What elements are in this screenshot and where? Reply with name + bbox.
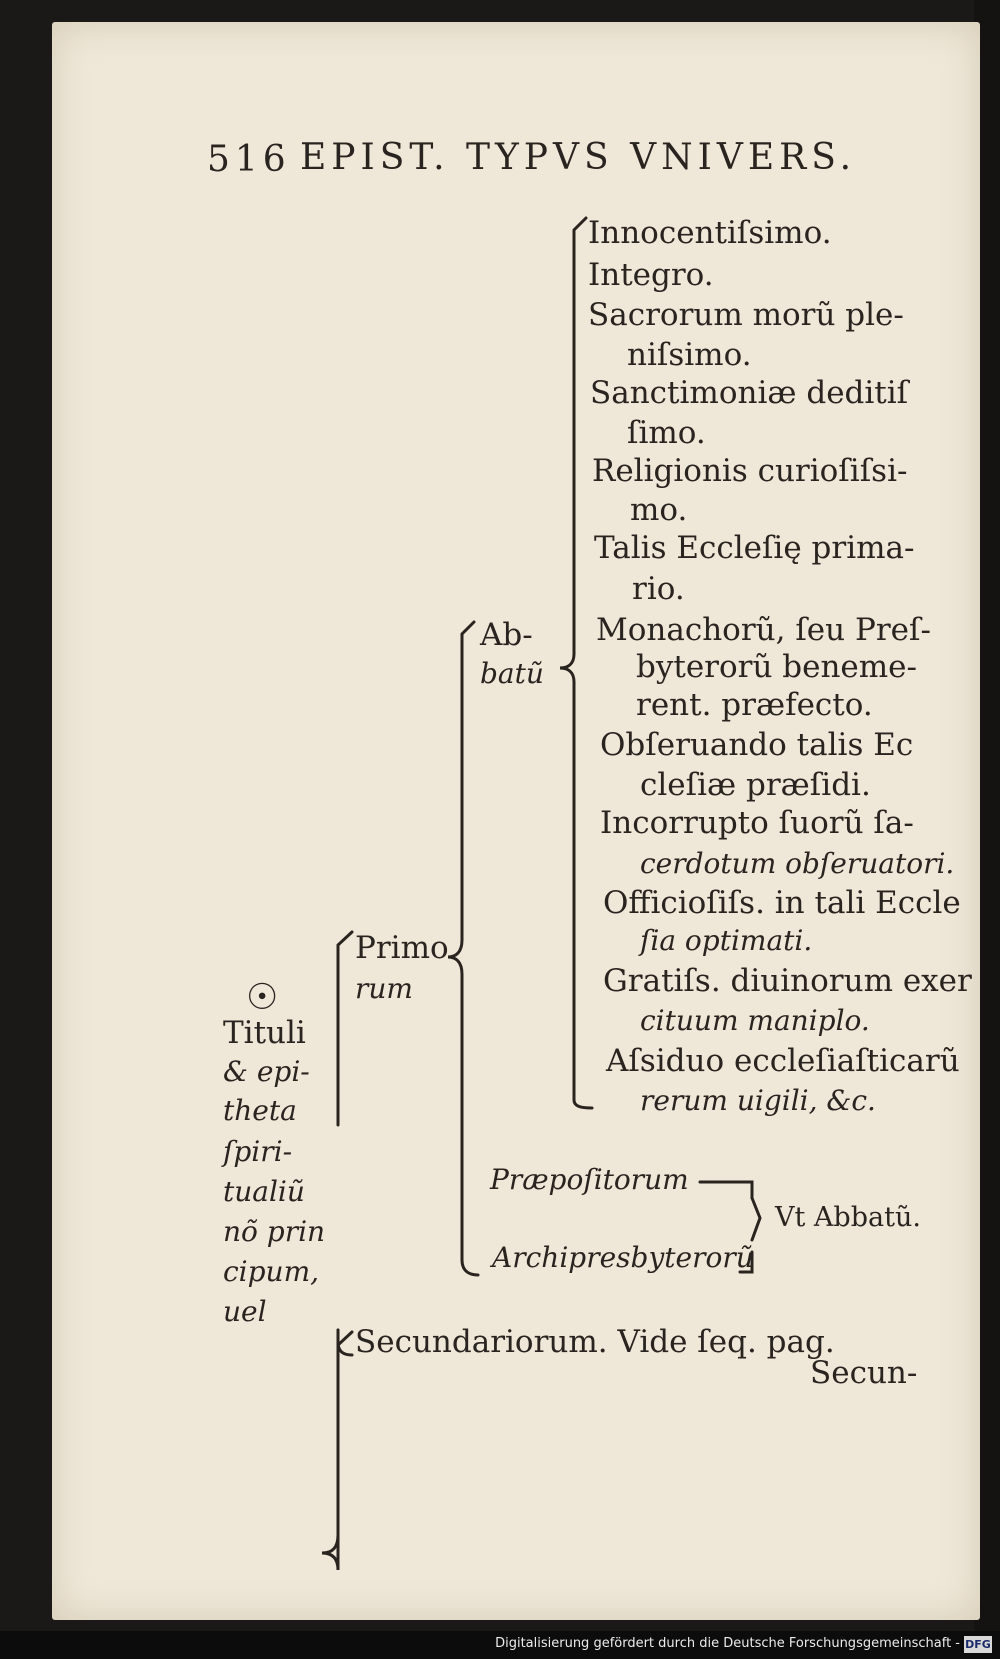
praepositorum-label: Præpoſitorum [490, 1163, 689, 1196]
abbatum-item: Innocentiſsimo. [588, 215, 832, 251]
abbatum-item: Aſsiduo eccleſiaſticarũ [606, 1043, 960, 1079]
abbatum-item: Officioſiſs. in tali Eccle [603, 885, 961, 921]
abbatum-item: Talis Eccleſię prima- [594, 530, 915, 566]
sun-symbol: ☉ [246, 977, 279, 1018]
footer-bar: Digitalisierung gefördert durch die Deut… [0, 1631, 1000, 1659]
praepositorum-dash [698, 1180, 754, 1200]
abbatum-item: ſimo. [627, 415, 706, 451]
abbatum-item: rerum uigili, &c. [640, 1084, 876, 1117]
abbatum-item: rio. [632, 571, 685, 607]
abbatum-item: Integro. [588, 257, 714, 293]
root-brace [321, 1328, 354, 1571]
secundariorum-label: Secundariorum. Vide ſeq. pag. [355, 1324, 835, 1360]
book-page [52, 22, 980, 1620]
root-line: ſpiri- [223, 1135, 293, 1168]
abbatum-item: cleſiæ præſidi. [640, 767, 871, 803]
root-line: tualiũ [223, 1175, 305, 1208]
primorum-label: rum [355, 972, 413, 1005]
abbatum-item: niſsimo. [627, 337, 752, 373]
running-title: EPIST. TYPVS VNIVERS. [300, 137, 857, 178]
abbatum-item: mo. [630, 492, 688, 528]
abbatum-label: Ab- [480, 617, 533, 653]
abbatum-label: batũ [480, 657, 544, 690]
abbatum-item: Religionis curioſiſsi- [592, 453, 908, 489]
abbatum-item: cituum maniplo. [640, 1004, 870, 1037]
abbatum-item: Obſeruando talis Ec [600, 727, 914, 763]
primorum-label: Primo [355, 930, 449, 966]
abbatum-item: Monachorũ, ſeu Preſ- [596, 612, 931, 648]
abbatum-item: Incorrupto ſuorũ ſa- [600, 805, 914, 841]
abbatum-brace [559, 216, 594, 1110]
abbatum-item: ſia optimati. [640, 924, 813, 957]
root-line: & epi- [223, 1055, 310, 1088]
abbatum-item: Gratiſs. diuinorum exer [603, 963, 972, 999]
abbatum-item: Sanctimoniæ deditiſ [590, 375, 909, 411]
vt-abbatum-label: Vt Abbatũ. [775, 1202, 921, 1233]
archipresbyterorum-label: Archipresbyterorũ [492, 1241, 754, 1274]
root-line: uel [223, 1295, 267, 1328]
root-line: Tituli [223, 1015, 306, 1051]
root-line: theta [223, 1094, 297, 1127]
abbatum-item: cerdotum obſeruatori. [640, 847, 955, 880]
catchword: Secun- [810, 1355, 918, 1391]
primorum-brace [447, 620, 480, 1277]
abbatum-item: Sacrorum morũ ple- [588, 297, 904, 333]
page-number: 516 [207, 139, 291, 180]
dfg-logo: DFG [964, 1636, 992, 1653]
root-line: nõ prin [223, 1215, 326, 1248]
abbatum-item: rent. præfecto. [636, 687, 873, 723]
vt-brace [750, 1196, 762, 1242]
abbatum-item: byterorũ beneme- [636, 649, 917, 685]
root-line: cipum, [223, 1255, 320, 1288]
footer-credit: Digitalisierung gefördert durch die Deut… [495, 1636, 960, 1651]
